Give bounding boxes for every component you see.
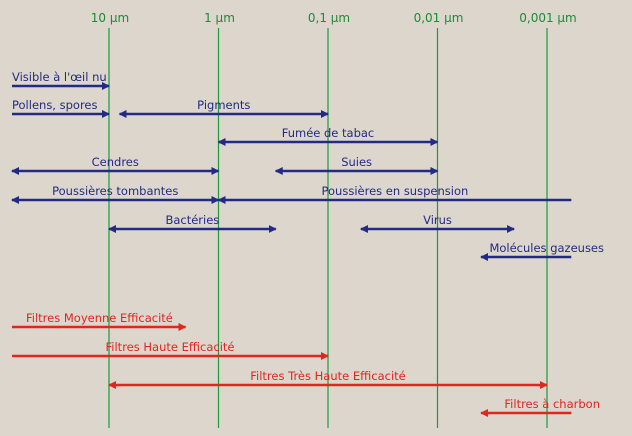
filter-label-filtres-a-charbon: Filtres à charbon (504, 397, 600, 411)
scale-tick-label-1: 1 µm (204, 11, 235, 25)
size-scale: 10 µm 1 µm 0,1 µm 0,01 µm 0,001 µm (91, 11, 577, 428)
particle-label-bacteries: Bactéries (165, 213, 219, 227)
particle-label-suies: Suies (341, 155, 372, 169)
particle-label-virus: Virus (423, 213, 452, 227)
scale-tick-label-4: 0,001 µm (519, 11, 577, 25)
particle-label-cendres: Cendres (92, 155, 139, 169)
scale-tick-label-0: 10 µm (91, 11, 129, 25)
filter-label-filtres-moyenne-efficacite: Filtres Moyenne Efficacité (26, 311, 173, 325)
particle-label-visible-a-l-oeil-nu: Visible à l'œil nu (12, 70, 107, 84)
scale-tick-label-3: 0,01 µm (414, 11, 464, 25)
filter-label-filtres-haute-efficacite: Filtres Haute Efficacité (106, 340, 235, 354)
filter-label-filtres-tres-haute-efficacite: Filtres Très Haute Efficacité (250, 369, 406, 383)
particle-label-poussieres-tombantes: Poussières tombantes (52, 184, 178, 198)
particle-ranges: Visible à l'œil nu Pollens, spores Pigment… (11, 70, 604, 261)
particle-label-molecules-gazeuses: Molécules gazeuses (489, 241, 604, 255)
particle-label-pigments: Pigments (197, 98, 250, 112)
particle-label-poussieres-en-suspension: Poussières en suspension (322, 184, 469, 198)
particle-label-fumee-de-tabac: Fumée de tabac (282, 126, 375, 140)
particle-label-pollens-spores: Pollens, spores (12, 98, 98, 112)
scale-tick-label-2: 0,1 µm (308, 11, 350, 25)
